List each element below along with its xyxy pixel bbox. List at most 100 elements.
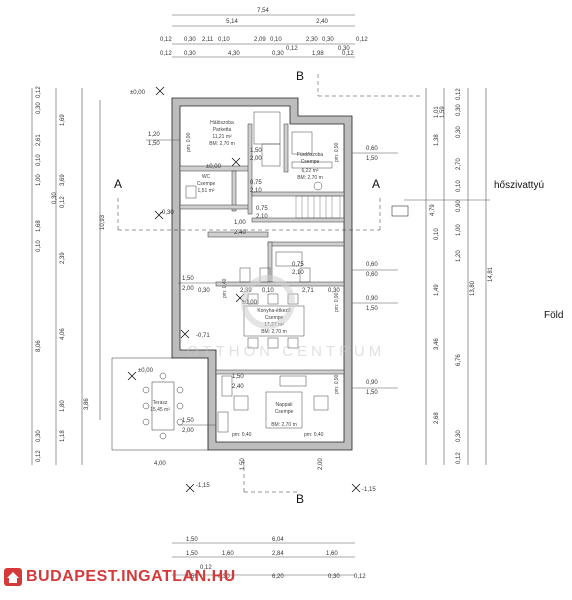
top-dimension-lines: [172, 14, 355, 58]
room-height: BM: 2,70 m: [297, 175, 323, 181]
room-bedroom: Hálószoba Parketta 11,21 m² BM: 2,70 m: [209, 120, 235, 147]
dim-label: 0,10: [434, 228, 440, 240]
top-dim-b: 2,40: [316, 19, 328, 25]
dim-label: 0,30: [184, 37, 196, 43]
opening-width: 0,90: [366, 380, 378, 386]
dim-label: 1,69: [60, 114, 66, 126]
room-name: Nappali: [276, 402, 293, 408]
dim-label: 2,71: [302, 288, 314, 294]
dim-label: 2,70: [456, 158, 462, 170]
top-dim-total: 7,54: [257, 8, 269, 14]
dim-label: 2,39: [60, 252, 66, 264]
section-lines: [117, 74, 420, 493]
dim-label: 2,84: [272, 551, 284, 557]
dim-label: 1,68: [36, 220, 42, 232]
room-floor: Csempe: [275, 409, 294, 415]
dim-label: 4,00: [154, 461, 166, 467]
room-name: Konyha-étkező: [257, 308, 291, 314]
ground-label: Föld: [544, 310, 563, 321]
sill-label: pm: 0,90: [334, 142, 340, 162]
opening-width: 0,60: [366, 146, 378, 152]
dim-label: 0,30: [328, 574, 340, 580]
dim-label: 2,00: [318, 458, 324, 470]
dim-label: 0,30: [36, 430, 42, 442]
dim-label: 1,98: [312, 51, 324, 57]
opening-height: 2,10: [292, 270, 304, 276]
top-dim-row4: 0,12 0,30 4,30 0,30 1,98 0,12: [160, 51, 354, 57]
left-dimension-lines: [31, 88, 101, 465]
dim-label: 2,11: [202, 37, 214, 43]
dim-label: 0,12: [36, 450, 42, 462]
opening-height: 2,10: [256, 214, 268, 220]
room-height: BM: 2,70 m: [261, 329, 287, 335]
dim-label: 0,30: [52, 192, 58, 204]
opening-height: 2,10: [250, 188, 262, 194]
dim-label: 0,12: [456, 452, 462, 464]
room-floor: Csempe: [197, 181, 216, 187]
room-name: Hálószoba: [210, 120, 234, 126]
dim-label: 0,30: [198, 288, 210, 294]
opening-width: 1,50: [182, 276, 194, 282]
dim-label: 2,30: [306, 37, 318, 43]
dim-label: 0,30: [456, 126, 462, 138]
opening-width: 0,75: [292, 262, 304, 268]
opening-height: 2,40: [234, 230, 246, 236]
room-area: 15,45 m²: [150, 407, 170, 413]
dim-label: 0,30: [184, 51, 196, 57]
room-floor: Csempe: [265, 315, 284, 321]
dim-label: 1,01: [434, 106, 440, 118]
dim-label: 0,10: [36, 154, 42, 166]
brand-footer: BUDAPEST.INGATLAN.HU: [4, 566, 236, 588]
dim-label: 1,50: [186, 537, 198, 543]
dim-label: 10,93: [100, 214, 106, 230]
opening-height: 2,00: [250, 156, 262, 162]
room-area: 1,51 m²: [198, 188, 215, 194]
dim-label: 0,30: [218, 574, 230, 580]
furniture: [185, 111, 333, 433]
dim-label: 1,50: [240, 458, 246, 470]
dim-label: 0,30: [456, 104, 462, 116]
dim-label: 0,10: [270, 37, 282, 43]
room-floor: Parketta: [213, 127, 232, 133]
dim-label: 0,30: [338, 46, 350, 52]
level-label: ±0,00: [206, 164, 222, 170]
sill-label: pm: 0,90: [334, 374, 340, 394]
dim-label: 1,80: [60, 400, 66, 412]
section-a-left: A: [114, 177, 122, 191]
opening-height: 1,50: [366, 306, 378, 312]
dim-label: 0,12: [342, 51, 354, 57]
dim-label: 0,30: [328, 288, 340, 294]
sill-label: pm: 0,40: [232, 432, 252, 438]
opening-height: 2,00: [182, 286, 194, 292]
terrace: [111, 357, 209, 451]
dim-label: 3,46: [434, 338, 440, 350]
dim-label: 6,76: [456, 354, 462, 366]
dim-label: 3,69: [60, 174, 66, 186]
level-label: -1,15: [362, 487, 376, 493]
dim-label: 0,12: [354, 574, 366, 580]
room-height: BM: 2,70 m: [209, 141, 235, 147]
room-area: 11,21 m²: [212, 134, 232, 140]
level-label: ±0,00: [130, 90, 146, 96]
dim-label: 2,61: [36, 134, 42, 146]
house-logo-icon: [4, 568, 22, 586]
dim-label: 1,49: [434, 284, 440, 296]
section-b-top: B: [296, 69, 304, 83]
dim-label: 3,86: [84, 398, 90, 410]
opening-width: 0,60: [366, 262, 378, 268]
opening-height: 1,50: [366, 156, 378, 162]
dim-label: 1,00: [456, 224, 462, 236]
opening-height: 1,50: [148, 141, 160, 147]
opening-leaders: [146, 139, 490, 426]
dim-label: 0,12: [456, 88, 462, 100]
dim-label: 2,68: [434, 412, 440, 424]
dim-label: 8,06: [36, 340, 42, 352]
room-area: 6,22 m²: [302, 168, 319, 174]
watermark: OTTHON CENTRUM: [187, 275, 386, 360]
sill-label: pm: 0,90: [186, 132, 192, 152]
dim-label: 0,12: [286, 46, 298, 52]
bottom-dimension-lines: [172, 542, 355, 576]
dim-label: 1,50: [186, 551, 198, 557]
watermark-text: OTTHON CENTRUM: [187, 343, 386, 360]
level-label: ±0,00: [138, 368, 154, 374]
